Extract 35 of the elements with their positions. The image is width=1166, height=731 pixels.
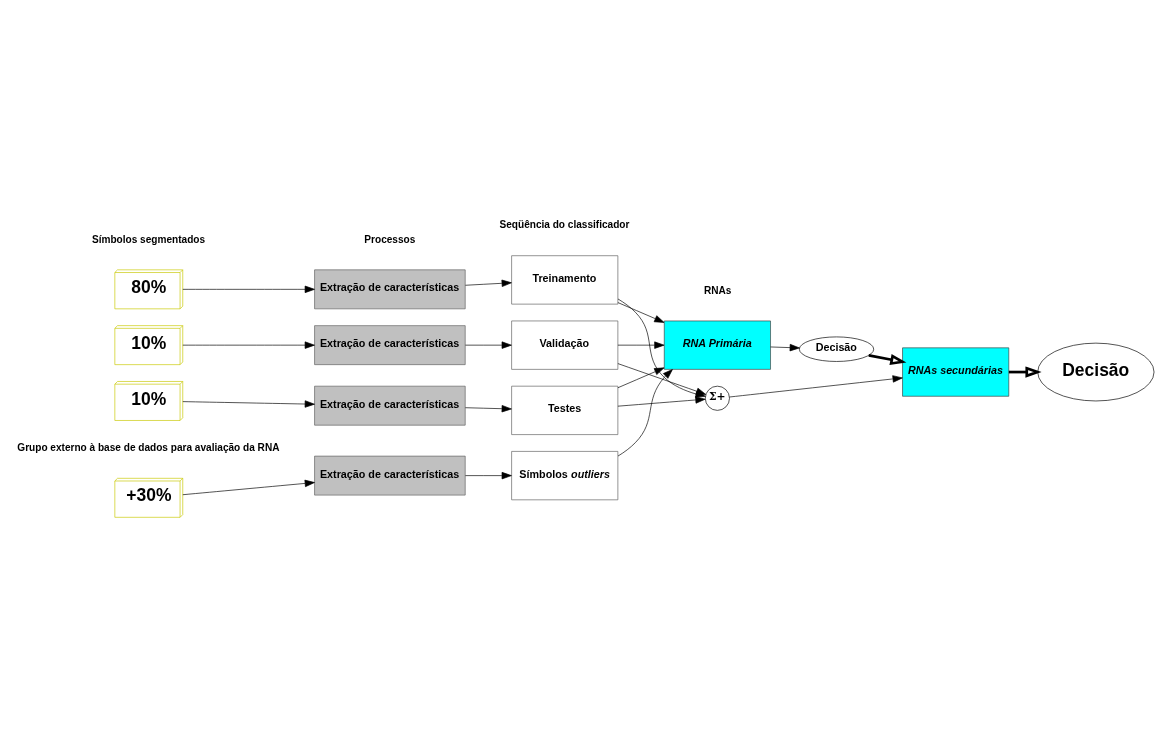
arrow bbox=[729, 374, 903, 397]
node-ellipse: Decisão bbox=[799, 336, 875, 362]
arrow bbox=[465, 279, 512, 287]
label: Grupo externo à base de dados para avaliação da RNA bbox=[17, 441, 280, 453]
arrow bbox=[465, 341, 512, 349]
arrow bbox=[617, 368, 673, 456]
arrow bbox=[182, 285, 315, 293]
node-box: Extração de características bbox=[314, 385, 466, 425]
arrow bbox=[617, 367, 665, 388]
node-box: Treinamento bbox=[511, 254, 619, 304]
label: Seqüência do classificador bbox=[499, 218, 630, 230]
label: Símbolos segmentados bbox=[91, 233, 206, 245]
arrow bbox=[465, 404, 512, 412]
node-box: Testes bbox=[511, 385, 619, 435]
arrow bbox=[770, 343, 800, 351]
node-box: Extração de características bbox=[314, 269, 466, 309]
node-box: Extração de características bbox=[314, 455, 466, 495]
arrow bbox=[182, 479, 315, 495]
arrow bbox=[617, 395, 706, 406]
arrow bbox=[617, 341, 665, 349]
label: RNAs bbox=[703, 284, 732, 296]
node-box: RNA Primária bbox=[663, 320, 771, 370]
node-box: Extração de características bbox=[314, 324, 466, 365]
node-box: Símbolos outliers bbox=[511, 450, 619, 500]
label: Processos bbox=[364, 233, 416, 245]
arrow bbox=[182, 341, 315, 349]
node-circle: Σ+ bbox=[704, 385, 730, 411]
arrow bbox=[617, 301, 665, 323]
arrow bbox=[465, 471, 512, 479]
node-box: RNAs secundárias bbox=[902, 347, 1010, 397]
arrow bbox=[182, 399, 315, 408]
arrow bbox=[868, 353, 907, 365]
node-ellipse: Decisão bbox=[1037, 342, 1155, 401]
node-box: Validação bbox=[511, 320, 619, 370]
arrow bbox=[617, 362, 707, 395]
